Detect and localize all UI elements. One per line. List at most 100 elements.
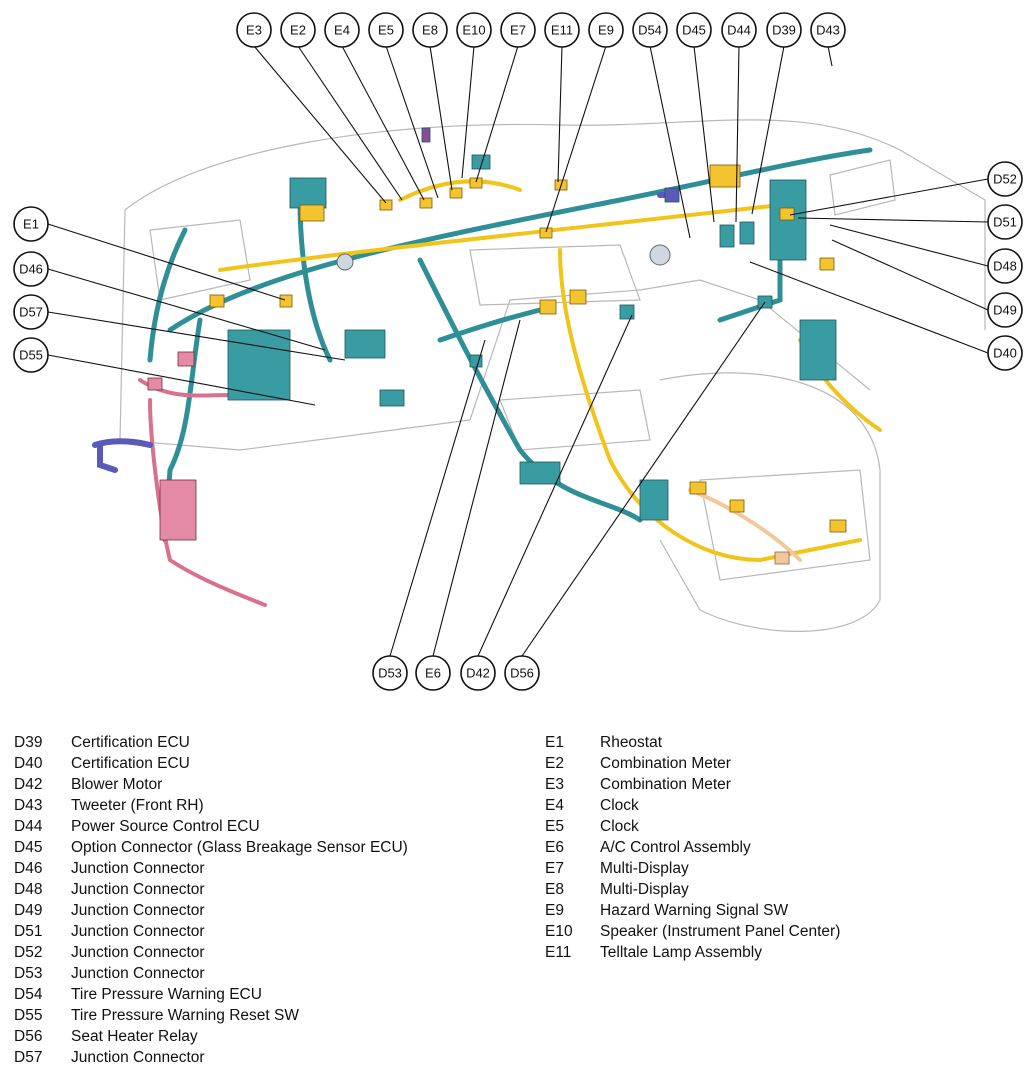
legend-code: D53 xyxy=(14,964,43,982)
svg-text:E8: E8 xyxy=(422,23,438,38)
svg-text:D54: D54 xyxy=(638,23,662,38)
legend-name: Certification ECU xyxy=(71,754,190,772)
callout-D52: D52 xyxy=(987,161,1023,197)
svg-text:D48: D48 xyxy=(993,259,1017,274)
legend-row: E3 Combination Meter xyxy=(545,774,840,795)
legend-name: Multi-Display xyxy=(600,859,689,877)
legend-name: Junction Connector xyxy=(71,1048,205,1066)
legend-code: D43 xyxy=(14,796,43,814)
legend-name: Seat Heater Relay xyxy=(71,1027,198,1045)
legend-code: D56 xyxy=(14,1027,43,1045)
svg-text:D44: D44 xyxy=(727,23,751,38)
legend-name: Multi-Display xyxy=(600,880,689,898)
legend-name: Junction Connector xyxy=(71,880,205,898)
callout-D43: D43 xyxy=(810,12,846,48)
legend-name: Certification ECU xyxy=(71,733,190,751)
callout-D53: D53 xyxy=(372,655,408,691)
svg-text:D42: D42 xyxy=(466,666,490,681)
legend-row: D51 Junction Connector xyxy=(14,921,408,942)
legend-row: D44 Power Source Control ECU xyxy=(14,816,408,837)
callout-D55: D55 xyxy=(13,337,49,373)
legend-code: D44 xyxy=(14,817,43,835)
legend-row: D52 Junction Connector xyxy=(14,942,408,963)
callout-E1: E1 xyxy=(13,206,49,242)
wiring-diagram: E3 E2 E4 E5 E8 E10 E7 E11 E9 D54 D45 D44… xyxy=(13,12,1023,691)
legend-code: D42 xyxy=(14,775,43,793)
legend-name: Combination Meter xyxy=(600,775,731,793)
legend-code: D54 xyxy=(14,985,43,1003)
legend-name: Telltale Lamp Assembly xyxy=(600,943,762,961)
callout-E4: E4 xyxy=(324,12,360,48)
callout-D45: D45 xyxy=(676,12,712,48)
legend-row: E11 Telltale Lamp Assembly xyxy=(545,942,840,963)
svg-text:E1: E1 xyxy=(23,217,39,232)
legend-code: E7 xyxy=(545,859,564,877)
callout-D44: D44 xyxy=(721,12,757,48)
svg-text:D51: D51 xyxy=(993,215,1017,230)
svg-text:E11: E11 xyxy=(551,23,573,38)
legend-code: D45 xyxy=(14,838,43,856)
legend-name: Blower Motor xyxy=(71,775,163,793)
callout-D48: D48 xyxy=(987,248,1023,284)
svg-text:E5: E5 xyxy=(378,23,394,38)
svg-text:E3: E3 xyxy=(246,23,262,38)
callout-E8: E8 xyxy=(412,12,448,48)
legend-code: D55 xyxy=(14,1006,43,1024)
legend-code: E3 xyxy=(545,775,564,793)
svg-text:D55: D55 xyxy=(19,348,43,363)
svg-text:D40: D40 xyxy=(993,346,1017,361)
callout-D49: D49 xyxy=(987,292,1023,328)
legend-name: Junction Connector xyxy=(71,922,205,940)
svg-text:D52: D52 xyxy=(993,172,1017,187)
svg-text:E10: E10 xyxy=(462,23,485,38)
legend-code: E8 xyxy=(545,880,564,898)
legend-row: D56 Seat Heater Relay xyxy=(14,1026,408,1047)
legend-name: Clock xyxy=(600,817,639,835)
callout-D54: D54 xyxy=(632,12,668,48)
legend-name: Junction Connector xyxy=(71,964,205,982)
callout-D46: D46 xyxy=(13,251,49,287)
svg-text:E6: E6 xyxy=(425,666,441,681)
legend-code: E6 xyxy=(545,838,564,856)
callout-E5: E5 xyxy=(368,12,404,48)
leader-lines xyxy=(47,45,989,657)
callout-D51: D51 xyxy=(987,204,1023,240)
legend-name: Junction Connector xyxy=(71,943,205,961)
legend-name: Hazard Warning Signal SW xyxy=(600,901,789,919)
svg-text:E7: E7 xyxy=(510,23,526,38)
svg-text:D56: D56 xyxy=(510,666,534,681)
svg-text:D43: D43 xyxy=(816,23,840,38)
legend-row: E7 Multi-Display xyxy=(545,858,840,879)
legend-code: E4 xyxy=(545,796,564,814)
legend-code: D46 xyxy=(14,859,43,877)
callout-D40: D40 xyxy=(987,335,1023,371)
callout-E2: E2 xyxy=(280,12,316,48)
callout-E9: E9 xyxy=(588,12,624,48)
svg-text:E2: E2 xyxy=(290,23,306,38)
callout-E6: E6 xyxy=(415,655,451,691)
legend-code: D52 xyxy=(14,943,43,961)
callout-D57: D57 xyxy=(13,294,49,330)
legend-name: Rheostat xyxy=(600,733,663,751)
svg-text:D46: D46 xyxy=(19,262,43,277)
callout-E10: E10 xyxy=(456,12,492,48)
callout-E7: E7 xyxy=(500,12,536,48)
svg-text:D53: D53 xyxy=(378,666,402,681)
legend-code: D51 xyxy=(14,922,43,940)
legend-code: E11 xyxy=(545,943,572,961)
legend-name: Power Source Control ECU xyxy=(71,817,260,835)
svg-text:D39: D39 xyxy=(772,23,796,38)
